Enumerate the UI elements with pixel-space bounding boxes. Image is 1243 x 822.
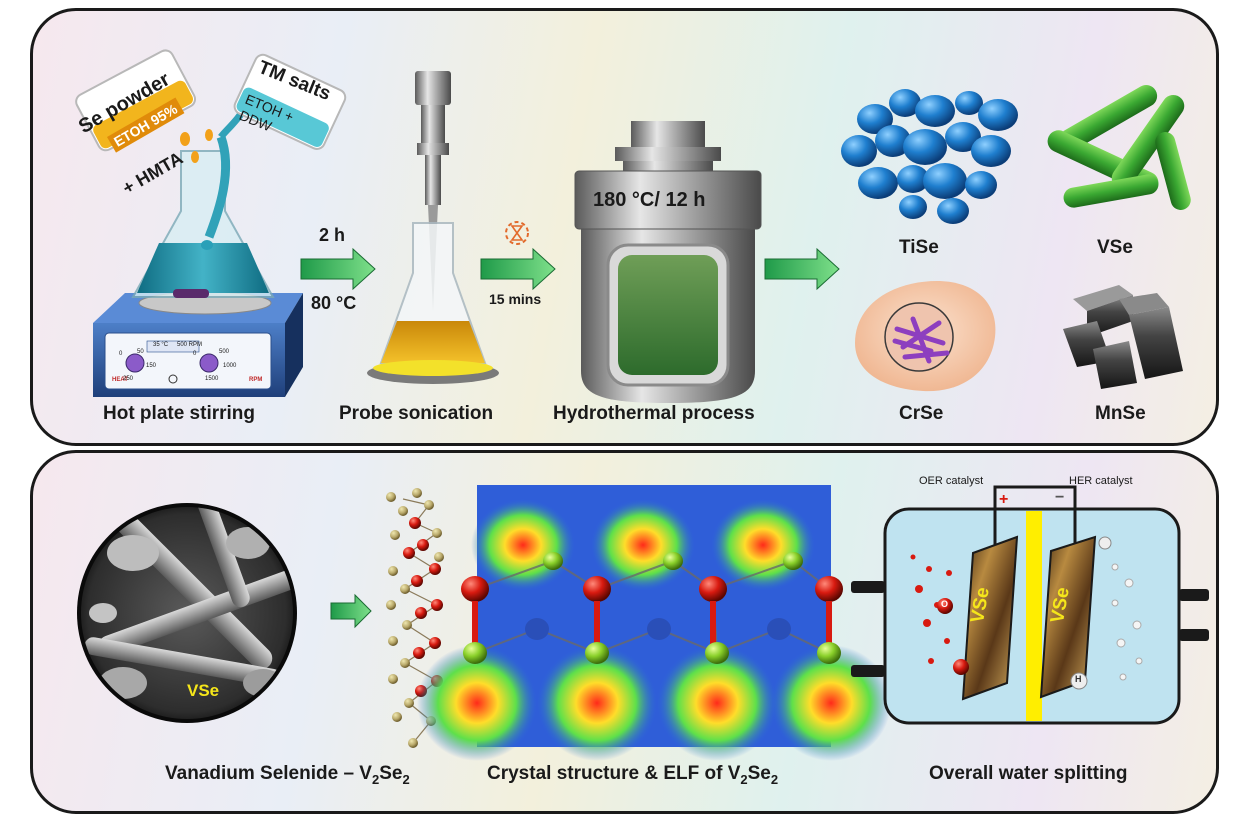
autoclave-condition: 180 °C/ 12 h	[593, 189, 706, 211]
hotplate-temp: 35 °C	[153, 342, 169, 348]
crystal-structure-side	[386, 488, 444, 748]
arrow-2	[480, 247, 556, 291]
crse-sheet	[855, 281, 996, 392]
arrow-sem-to-crystal	[330, 593, 372, 629]
product-vse-label: VSe	[1097, 237, 1133, 258]
product-tise-label: TiSe	[899, 237, 939, 258]
step-caption-hydrothermal: Hydrothermal process	[553, 403, 755, 424]
sem-vse-label: VSe	[187, 681, 220, 700]
product-crse-label: CrSe	[899, 403, 944, 424]
o-bubble-label: O	[941, 599, 949, 609]
h-bubble-label: H	[1075, 674, 1082, 684]
synthesis-panel: Se powder ETOH 95% + HMTA TM salts ETOH …	[30, 8, 1219, 446]
her-catalyst-label: HER catalyst	[1069, 475, 1133, 487]
dial-right-0: 0	[193, 351, 197, 357]
tise-spheres	[841, 89, 1018, 224]
plus-terminal: +	[999, 491, 1009, 508]
arrow1-temp: 80 °C	[311, 293, 357, 313]
rpm-label: RPM	[249, 377, 263, 383]
dial-right-2: 1000	[223, 363, 237, 369]
arrow-1	[300, 247, 376, 291]
characterization-graphics	[77, 485, 1209, 761]
dial-left-1: 50	[137, 349, 144, 355]
autoclave	[574, 121, 762, 403]
sem-image	[77, 503, 297, 723]
probe-sonicator	[367, 71, 499, 384]
heat-label: HEAT	[112, 377, 128, 383]
synthesis-graphics	[75, 49, 1191, 403]
step-caption-stirring: Hot plate stirring	[103, 403, 256, 424]
arrow-3	[764, 247, 840, 291]
characterization-panel: VSe OER catalyst HER catalyst + − VSe VS…	[30, 450, 1219, 814]
electrolysis-cell	[851, 485, 1209, 725]
arrow1-time: 2 h	[319, 225, 346, 245]
dial-left-2: 150	[146, 363, 157, 369]
oer-catalyst-label: OER catalyst	[919, 475, 984, 487]
caption-vanadium-selenide: Vanadium Selenide – V2Se2	[165, 763, 410, 787]
vse-rods	[1047, 85, 1191, 210]
elf-map	[417, 485, 891, 761]
caption-crystal-elf: Crystal structure & ELF of V2Se2	[487, 763, 779, 787]
caption-water-splitting: Overall water splitting	[929, 763, 1128, 784]
dial-left-3: 250	[123, 376, 134, 382]
erlenmeyer-flask	[131, 101, 275, 298]
minus-terminal: −	[1055, 489, 1065, 506]
dial-left-0: 0	[119, 351, 123, 357]
step-caption-sonication: Probe sonication	[339, 403, 494, 424]
dropping-droplets	[180, 129, 213, 163]
dial-right-3: 1500	[205, 376, 219, 382]
timer-icon	[505, 221, 529, 245]
dial-right-1: 500	[219, 349, 230, 355]
tm-salts-beaker	[233, 53, 347, 150]
hotplate-rpm: 500 RPM	[177, 342, 203, 348]
product-mnse-label: MnSe	[1095, 403, 1146, 424]
mnse-prisms	[1063, 285, 1183, 389]
arrow2-time: 15 mins	[489, 291, 542, 307]
